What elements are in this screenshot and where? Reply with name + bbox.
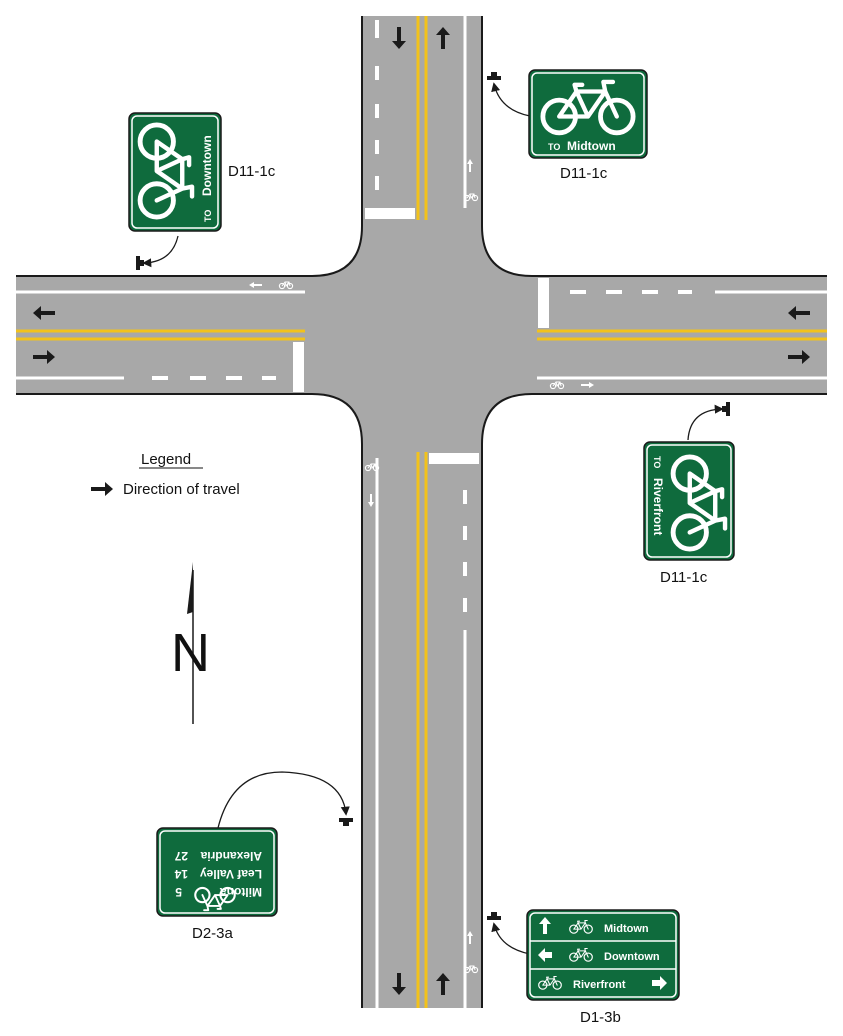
- dashed-lines: [152, 20, 692, 612]
- sign-post-icon: [487, 72, 501, 80]
- sign-south-guide: Midtown Downtown Riverfront D1-3b: [526, 909, 680, 1026]
- distance-miles: 27: [174, 849, 188, 863]
- distance-miles: 14: [174, 867, 188, 881]
- sign-posts: [136, 72, 730, 955]
- distance-miles: 5: [175, 885, 182, 899]
- curb-lines: [16, 16, 827, 1008]
- sign-code-label: D11-1c: [660, 569, 708, 586]
- distance-place: Leaf Valley: [200, 867, 262, 881]
- sign-code-label: D1-3b: [580, 1009, 621, 1026]
- right-arrow-icon: [652, 976, 667, 990]
- sign-to-label: TO: [652, 456, 662, 468]
- sign-post-icon: [487, 912, 501, 920]
- north-south-road: [362, 16, 482, 1008]
- sign-code-label: D2-3a: [192, 925, 234, 942]
- arrow-icon: [91, 482, 113, 496]
- sign-destination: Riverfront: [651, 478, 665, 535]
- sign-south-distance: Miltona 5 Leaf Valley 14 Alexandria 27 D…: [156, 827, 278, 942]
- sign-to-label: TO: [548, 142, 560, 152]
- sign-destination: Downtown: [200, 135, 214, 196]
- legend: Legend Direction of travel: [91, 451, 240, 498]
- legend-title: Legend: [141, 451, 191, 468]
- sign-north-midtown: TO Midtown D11-1c: [528, 69, 648, 182]
- up-arrow-icon: [539, 917, 551, 934]
- sign-post-icon: [722, 402, 730, 416]
- sign-to-label: TO: [203, 210, 213, 222]
- compass-label: N: [171, 623, 210, 683]
- sign-code-label: D11-1c: [560, 165, 608, 182]
- guide-destination: Midtown: [604, 923, 649, 935]
- sign-east-riverfront: TO Riverfront D11-1c: [643, 441, 735, 586]
- lane-lines: [16, 16, 827, 1008]
- sign-west-downtown: TO Downtown D11-1c: [128, 112, 276, 232]
- guide-destination: Riverfront: [573, 979, 626, 991]
- distance-place: Alexandria: [200, 849, 262, 863]
- sign-post-icon: [339, 818, 353, 826]
- stop-bars: [293, 208, 549, 464]
- north-arrow: N: [171, 562, 210, 724]
- left-arrow-icon: [538, 948, 552, 962]
- east-west-road: [16, 276, 827, 394]
- roadway: [16, 16, 827, 1008]
- sign-post-icon: [136, 256, 144, 270]
- sign-code-label: D11-1c: [228, 163, 276, 180]
- guide-destination: Downtown: [604, 951, 660, 963]
- center-lines: [16, 16, 827, 1008]
- sign-destination: Midtown: [567, 139, 616, 153]
- legend-item-label: Direction of travel: [123, 481, 240, 498]
